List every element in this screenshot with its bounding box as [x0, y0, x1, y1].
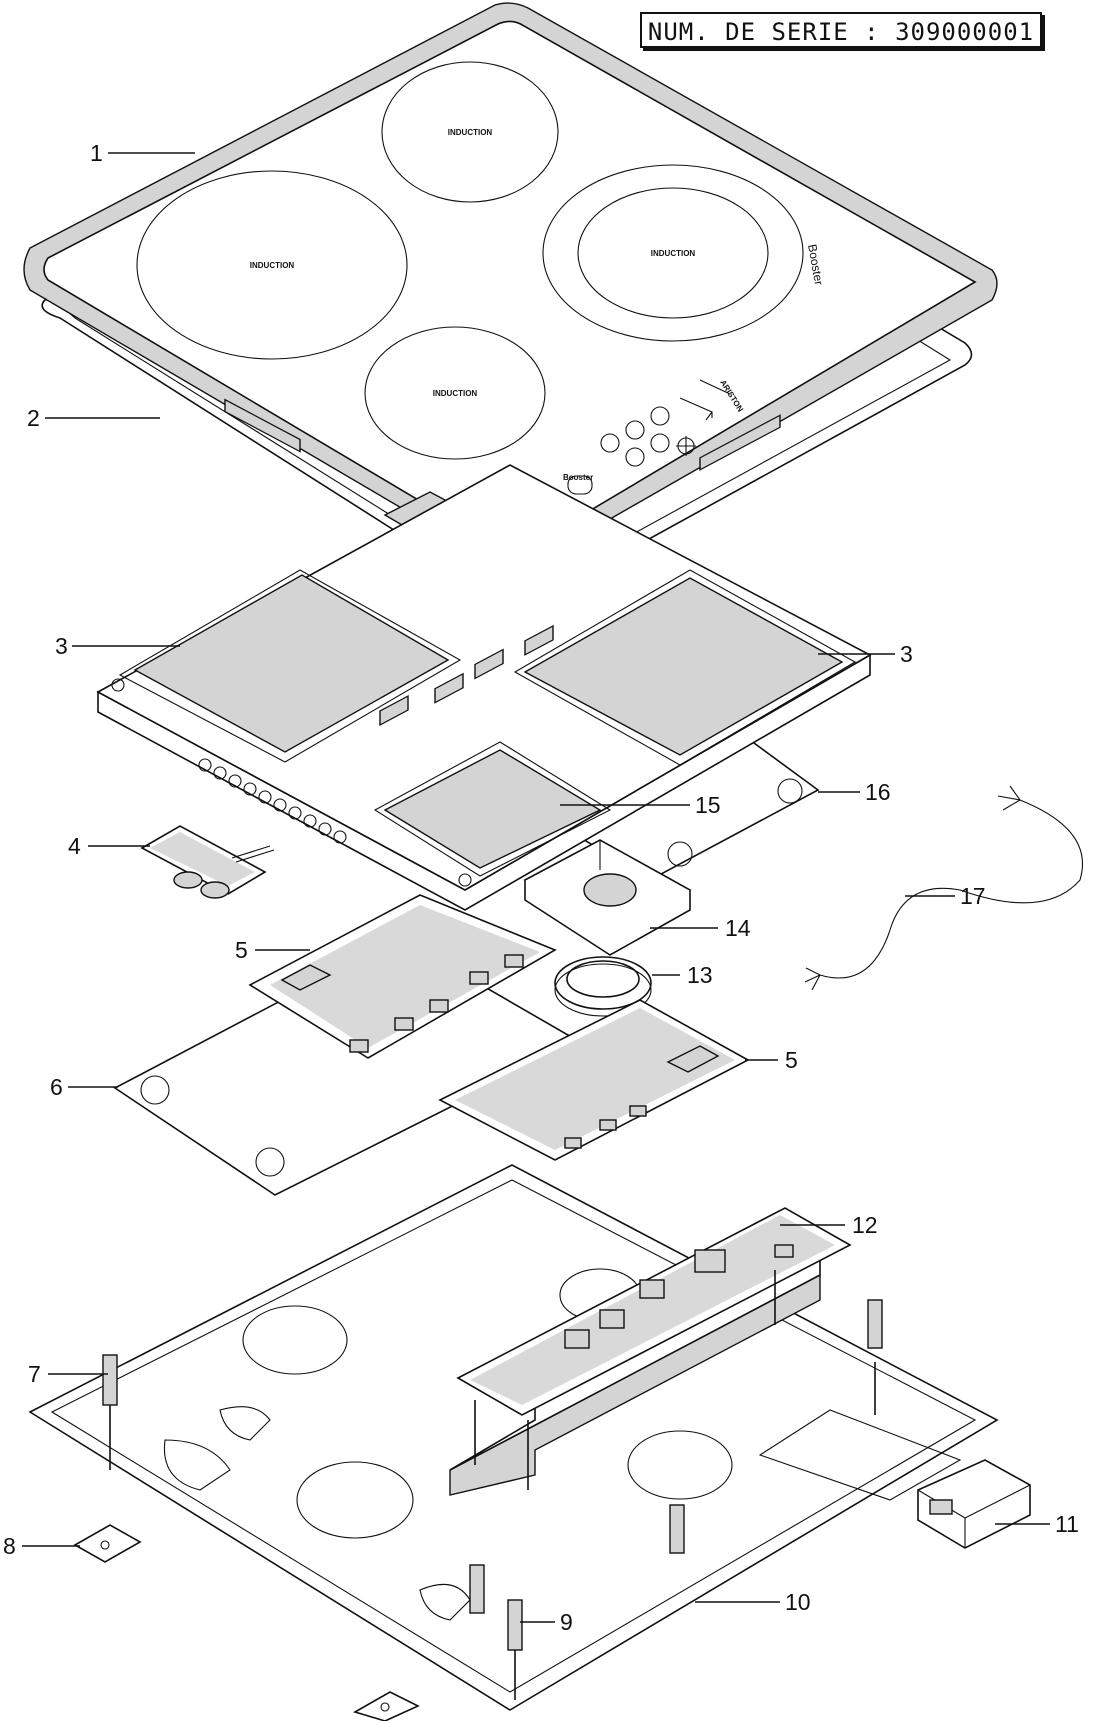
part-1-glass-top: INDUCTION INDUCTION INDUCTION Booster IN… [23, 2, 998, 568]
callout-16: 16 [865, 779, 891, 805]
callout-3-right: 3 [900, 641, 913, 667]
part-3-inductor-right [523, 577, 844, 756]
zone-front [364, 326, 546, 460]
callout-12: 12 [852, 1212, 878, 1238]
zone-label: INDUCTION [433, 389, 478, 398]
callout-13: 13 [687, 962, 713, 988]
zone-right-outer [542, 164, 804, 342]
callout-10: 10 [785, 1589, 811, 1615]
part-15-inductor-front [383, 749, 602, 869]
zone-label: INDUCTION [250, 261, 295, 270]
part-13-ferrite-ring [554, 956, 652, 1017]
zone-label: INDUCTION [651, 249, 696, 258]
part-17-power-cable [804, 785, 1084, 991]
callout-8: 8 [3, 1533, 16, 1559]
callout-9: 9 [560, 1609, 573, 1635]
part-3-inductor-left [133, 574, 450, 753]
part-12-control-board [449, 1207, 852, 1496]
part-9-spring-front [469, 1504, 685, 1700]
zone-right-inner [577, 187, 769, 319]
part-4-filter-board [140, 825, 275, 899]
callout-17: 17 [960, 883, 986, 909]
zone-left [136, 170, 408, 360]
callout-4: 4 [68, 833, 81, 859]
callout-14: 14 [725, 915, 751, 941]
part-5-power-board-left [248, 894, 557, 1059]
part-14-fan [523, 839, 692, 956]
part-3-inductor-tray [96, 464, 872, 911]
booster-key: Booster [563, 473, 593, 482]
callout-5-left: 5 [235, 937, 248, 963]
callouts: 1 2 3 3 4 5 5 6 7 8 9 10 11 12 13 14 15 [3, 140, 1079, 1635]
part-11-terminal-block [917, 1459, 1031, 1549]
callout-5-right: 5 [785, 1047, 798, 1073]
callout-1: 1 [90, 140, 103, 166]
serial-number-box: NUM. DE SERIE : 309000001 [640, 12, 1042, 48]
vent-grille [242, 1305, 348, 1375]
vent-grille [296, 1461, 414, 1539]
part-7-spring-rear [102, 1354, 118, 1470]
zone-label: INDUCTION [448, 128, 493, 137]
tray-holes [198, 758, 347, 844]
part-7-spring-right [867, 1299, 883, 1415]
part-8-fixing-bracket-2 [352, 1691, 420, 1721]
vent-grille [627, 1430, 733, 1500]
callout-7: 7 [28, 1361, 41, 1387]
callout-2: 2 [27, 405, 40, 431]
part-8-fixing-bracket [73, 1524, 142, 1563]
callout-3-left: 3 [55, 633, 68, 659]
callout-6: 6 [50, 1074, 63, 1100]
callout-15: 15 [695, 792, 721, 818]
zone-rear-center [381, 61, 559, 203]
callout-11: 11 [1055, 1511, 1079, 1537]
